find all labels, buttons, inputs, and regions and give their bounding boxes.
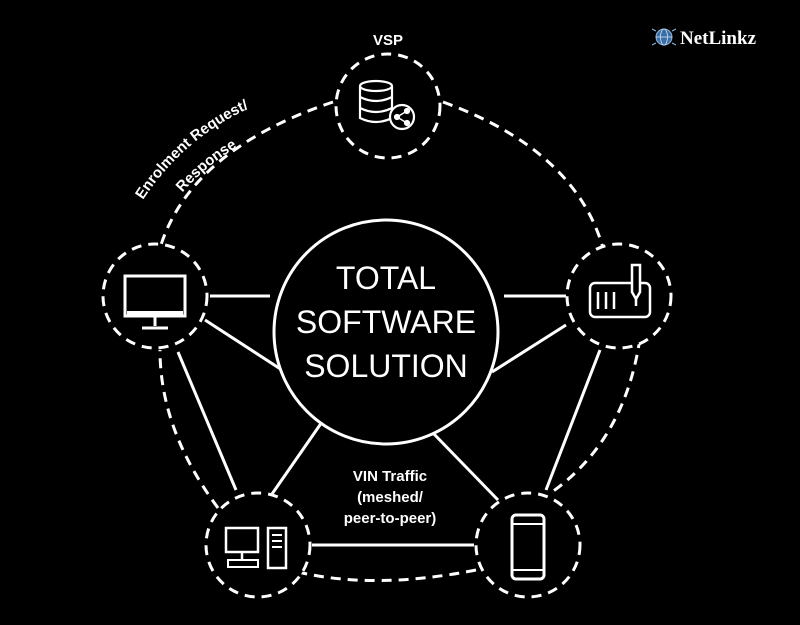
center-line-1: TOTAL xyxy=(336,260,436,296)
desktop-computer-icon xyxy=(224,526,288,570)
solid-mesh-links xyxy=(176,294,602,547)
node-tablet xyxy=(565,242,673,350)
netlinkz-logo: NetLinkz xyxy=(651,28,757,49)
link-tablet-phone-solid xyxy=(544,349,602,491)
vin-label-line-2: (meshed/ xyxy=(357,489,424,506)
node-workstation xyxy=(204,491,312,599)
vin-label-line-1: VIN Traffic xyxy=(353,468,427,485)
link-vsp-monitor xyxy=(158,100,334,249)
node-phone xyxy=(474,491,582,599)
spoke-center-workstation xyxy=(270,421,324,495)
spoke-tablet-center-lower xyxy=(491,323,567,374)
vsp-label: VSP xyxy=(373,32,403,49)
monitor-icon xyxy=(123,274,187,330)
link-vsp-tablet xyxy=(442,100,605,249)
link-phone-workstation xyxy=(297,568,477,582)
link-tablet-phone xyxy=(551,337,642,494)
logo-text: NetLinkz xyxy=(680,28,757,49)
globe-icon xyxy=(651,28,677,46)
total-software-solution-hub: TOTAL SOFTWARE SOLUTION xyxy=(272,218,500,446)
outer-dashed-links xyxy=(158,100,642,582)
node-monitor xyxy=(101,242,209,350)
link-workstation-monitor xyxy=(158,349,220,509)
vin-label-line-3: peer-to-peer) xyxy=(344,510,437,527)
smartphone-icon xyxy=(510,513,546,581)
drawing-tablet-icon xyxy=(588,263,652,319)
database-share-icon xyxy=(358,79,416,131)
spoke-monitor-center-lower xyxy=(204,318,283,372)
link-monitor-workstation xyxy=(176,351,238,491)
center-line-3: SOLUTION xyxy=(304,348,468,384)
center-line-2: SOFTWARE xyxy=(296,304,476,340)
spoke-center-phone xyxy=(430,430,500,502)
node-vsp xyxy=(334,52,442,160)
